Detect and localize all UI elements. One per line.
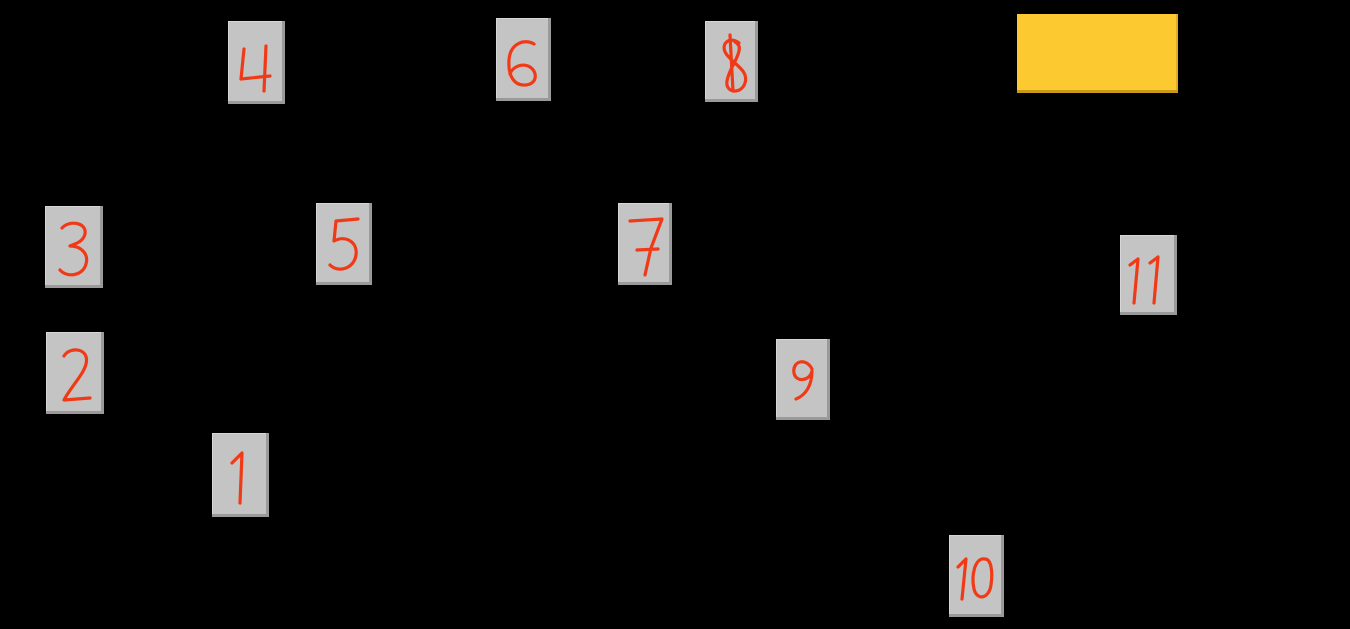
digit-11-glyph	[1128, 255, 1160, 305]
digit-2-glyph	[62, 348, 92, 402]
digit-5-glyph	[328, 217, 360, 271]
number-tile-11[interactable]: 11	[1120, 235, 1177, 315]
number-tile-1[interactable]: 1	[212, 433, 269, 517]
number-tile-10[interactable]: 10	[949, 535, 1004, 617]
number-tile-6[interactable]: 6	[496, 18, 551, 101]
digit-1-glyph	[230, 451, 244, 505]
digit-8-glyph	[722, 33, 748, 93]
number-tile-8[interactable]: 8	[705, 21, 758, 102]
digit-4-glyph	[239, 44, 272, 93]
number-tile-4[interactable]: 4	[228, 21, 285, 104]
goal-block[interactable]	[1017, 14, 1178, 93]
number-tile-9[interactable]: 9	[776, 339, 830, 420]
digit-3-glyph	[58, 221, 89, 277]
digit-7-glyph	[628, 217, 664, 277]
digit-10-glyph	[956, 557, 994, 601]
digit-6-glyph	[507, 40, 537, 87]
number-tile-3[interactable]: 3	[45, 206, 103, 288]
number-tile-5[interactable]: 5	[316, 203, 372, 285]
number-tile-7[interactable]: 7	[618, 203, 672, 285]
number-tile-2[interactable]: 2	[46, 332, 104, 414]
digit-9-glyph	[792, 360, 814, 401]
